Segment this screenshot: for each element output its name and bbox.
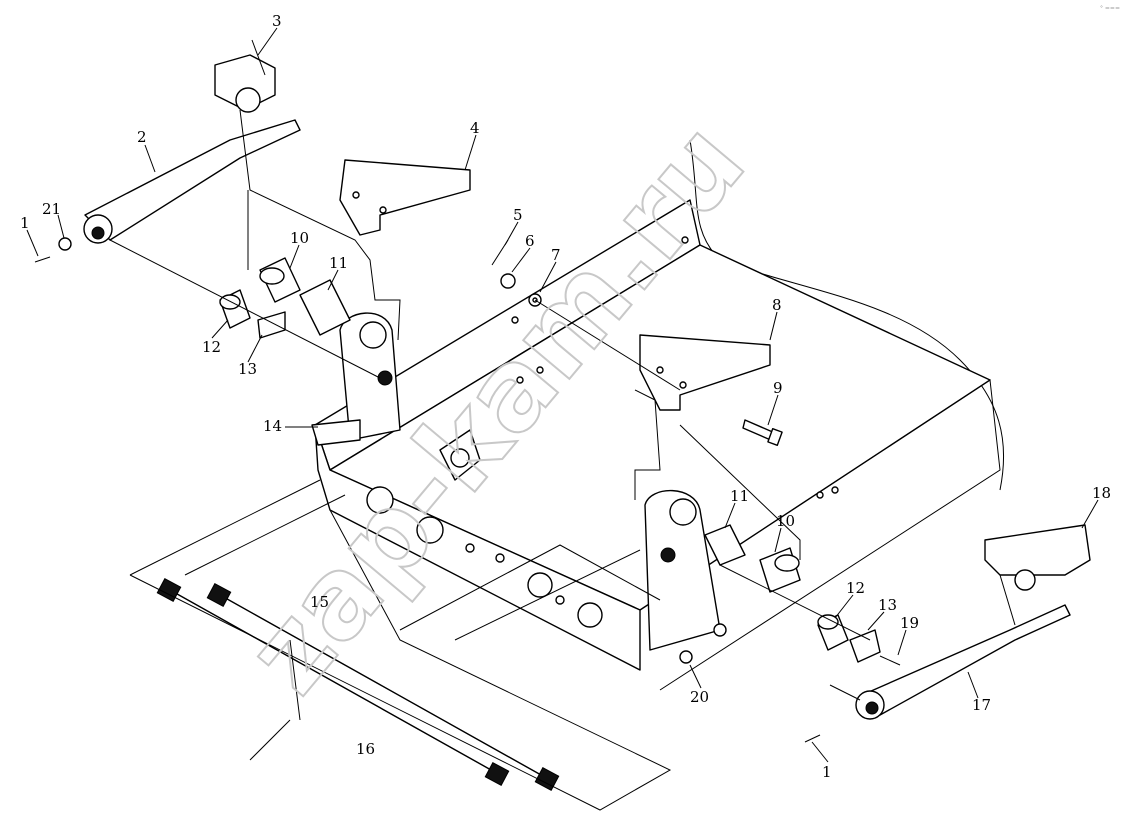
- left-arm: [83, 119, 301, 244]
- callout-2: 2: [137, 128, 147, 146]
- bracket-8: [639, 334, 771, 411]
- left-mount: [214, 39, 276, 113]
- callout-9: 9: [773, 379, 783, 397]
- left-bracket: [311, 312, 401, 446]
- right-bolt: [804, 734, 821, 743]
- callout-21: 21: [42, 200, 61, 218]
- callout-11b: 11: [730, 487, 749, 505]
- leader-lines: [109, 109, 1016, 811]
- crossmember: [314, 199, 1001, 691]
- callout-5: 5: [513, 206, 523, 224]
- callout-12b: 12: [846, 579, 865, 597]
- left-bolt-nut: [34, 237, 72, 263]
- callout-1b: 1: [822, 763, 832, 781]
- callout-17: 17: [972, 696, 991, 714]
- callout-13a: 13: [238, 360, 257, 378]
- callout-10b: 10: [776, 512, 795, 530]
- right-arm: [855, 604, 1071, 720]
- callout-13b: 13: [878, 596, 897, 614]
- callout-18: 18: [1092, 484, 1111, 502]
- callout-pointers: [26, 27, 1099, 763]
- callout-15: 15: [310, 593, 329, 611]
- callout-labels: 1 2 3 4 5 6 7 8 9 10 11 12 13 14 15 16 2…: [20, 12, 1111, 781]
- torsion-bars: [156, 578, 560, 791]
- callout-1a: 1: [20, 214, 30, 232]
- center-clamp: [439, 429, 481, 481]
- right-bushings: [704, 524, 901, 666]
- callout-16: 16: [356, 740, 375, 758]
- callout-4: 4: [470, 119, 480, 137]
- callout-11a: 11: [329, 254, 348, 272]
- bracket-4: [339, 159, 471, 236]
- bolt-9: [742, 419, 783, 446]
- cab-outline: [689, 139, 1005, 491]
- corner-mark: ° ===: [1100, 5, 1120, 12]
- right-mount: [984, 524, 1091, 591]
- callout-7: 7: [551, 246, 561, 264]
- callout-8: 8: [772, 296, 782, 314]
- callout-19: 19: [900, 614, 919, 632]
- left-bushings: [219, 257, 351, 339]
- right-bracket: [644, 489, 727, 664]
- callout-10a: 10: [290, 229, 309, 247]
- callout-20: 20: [690, 688, 709, 706]
- callout-12a: 12: [202, 338, 221, 356]
- callout-14: 14: [263, 417, 282, 435]
- callout-6: 6: [525, 232, 535, 250]
- callout-3: 3: [272, 12, 282, 30]
